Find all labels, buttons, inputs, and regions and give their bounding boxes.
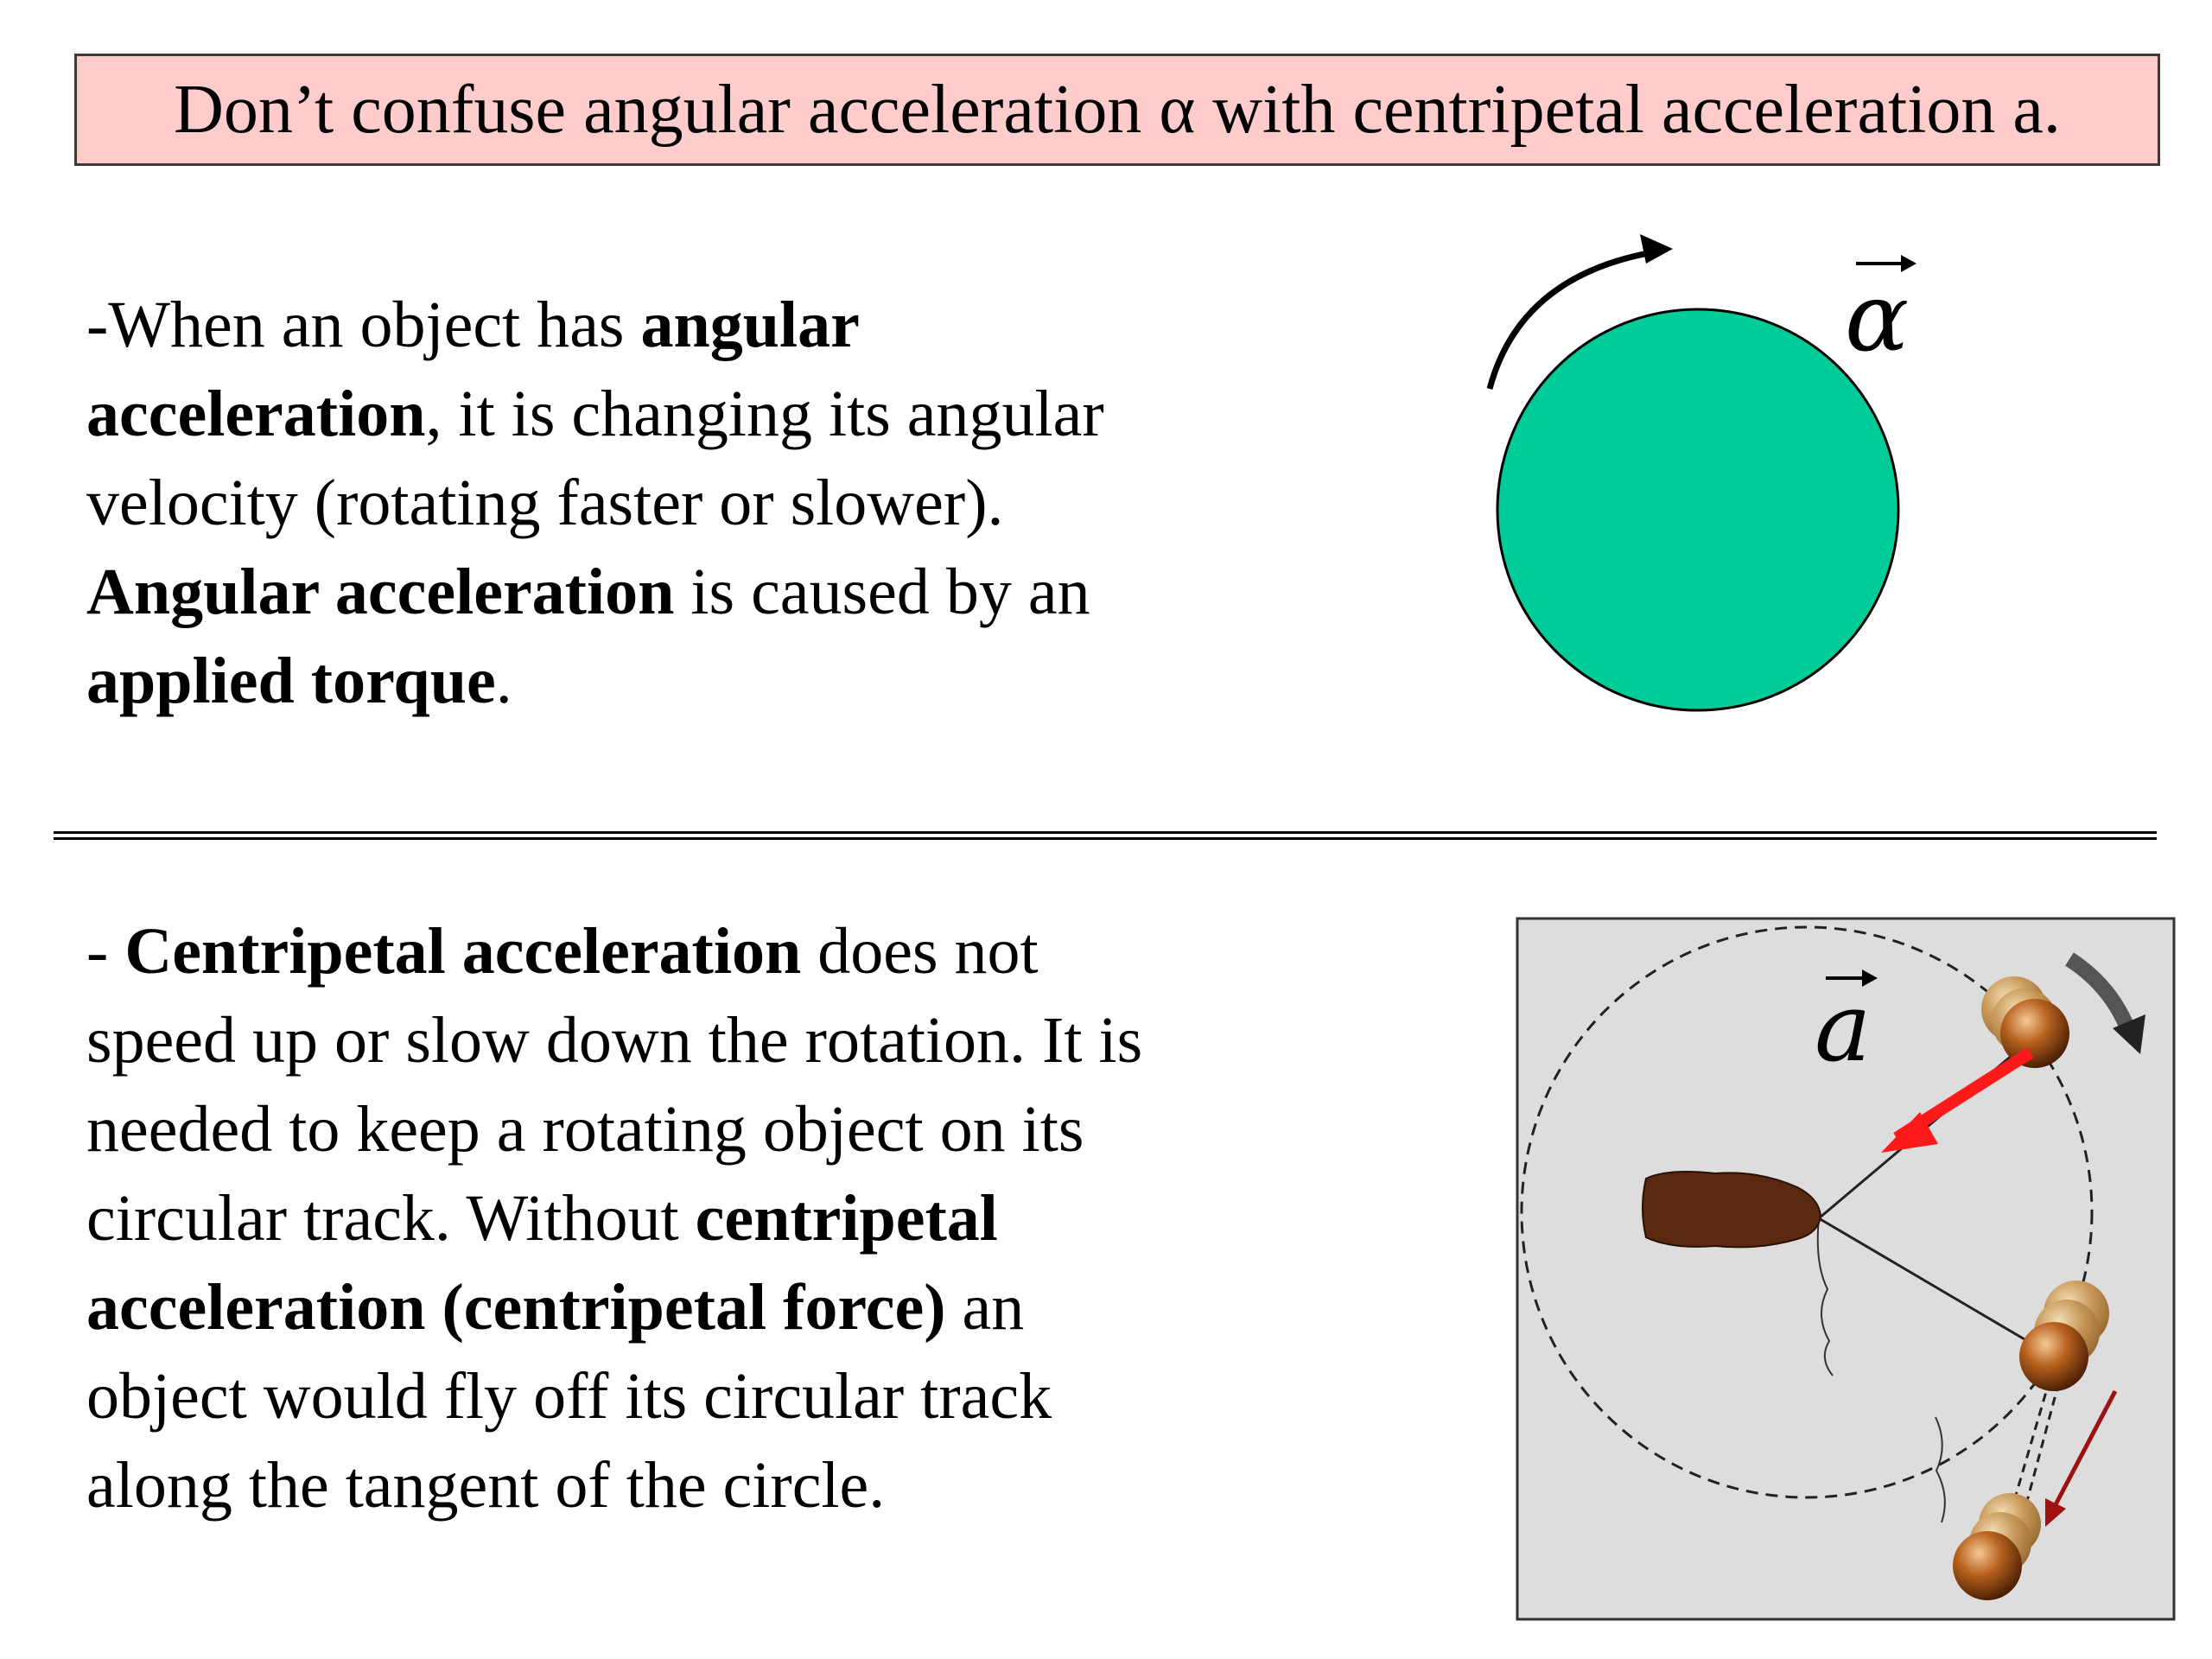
text-line: along the tangent of the circle. — [86, 1441, 1434, 1530]
ball-right — [2019, 1322, 2088, 1391]
title-banner: Don’t confuse angular acceleration α wit… — [74, 54, 2160, 166]
text-run: . — [495, 645, 512, 717]
motion-direction-arrow-head — [2113, 1014, 2145, 1054]
alpha-symbol: α — [1845, 262, 1909, 372]
section-divider — [54, 831, 2157, 840]
text-run: needed to keep a rotating object on its — [86, 1093, 1084, 1166]
a-symbol: a — [1815, 972, 1872, 1083]
bold-term: applied torque — [86, 645, 496, 717]
text-run: object would fly off its circular track — [86, 1360, 1052, 1433]
bold-term: acceleration (centripetal force) — [86, 1271, 946, 1344]
tangent-path-b — [2012, 1368, 2064, 1554]
text-run: does not — [801, 915, 1039, 988]
ball-top — [2000, 999, 2069, 1068]
text-line: Angular acceleration is caused by an — [86, 548, 1382, 637]
ball-released — [1953, 1531, 2022, 1600]
text-run: , it is changing its angular — [425, 378, 1104, 450]
tangent-velocity-arrow-head — [2045, 1498, 2066, 1527]
text-line: needed to keep a rotating object on its — [86, 1085, 1434, 1174]
text-line: object would fly off its circular track — [86, 1352, 1434, 1441]
text-line: acceleration (centripetal force) an — [86, 1263, 1434, 1352]
tangent-velocity-arrow — [2050, 1389, 2118, 1511]
text-run: along the tangent of the circle. — [86, 1449, 886, 1522]
alpha-vector-head — [1901, 255, 1916, 272]
hand — [1642, 1171, 1822, 1249]
text-run: is caused by an — [674, 556, 1090, 628]
text-run: -When an object has — [86, 289, 641, 361]
text-run: velocity (rotating faster or slower). — [86, 467, 1004, 539]
circular-track — [1520, 925, 2094, 1499]
angular-acceleration-diagram: α — [1486, 234, 1916, 712]
bold-term: centripetal — [695, 1182, 998, 1255]
bold-term: Centripetal acceleration — [124, 915, 802, 988]
centripetal-acceleration-text: - Centripetal acceleration does not speed… — [86, 907, 1434, 1530]
bold-term: acceleration — [86, 378, 426, 450]
text-run: circular track. Without — [86, 1182, 696, 1255]
text-line: applied torque. — [86, 637, 1382, 726]
string-to-right-ball — [1818, 1217, 2055, 1358]
text-run: an — [945, 1271, 1025, 1344]
bold-term: angular — [640, 289, 860, 361]
rotation-arrow-head — [1640, 234, 1673, 264]
rotating-disk — [1496, 308, 1900, 712]
text-run: speed up or slow down the rotation. It i… — [86, 1004, 1143, 1077]
a-vector-head — [1862, 969, 1878, 987]
tangent-path-a — [1999, 1364, 2056, 1549]
loose-string — [1816, 1217, 1834, 1376]
bold-term: Angular acceleration — [86, 556, 675, 628]
text-run: - — [86, 915, 125, 988]
text-line: speed up or slow down the rotation. It i… — [86, 996, 1434, 1085]
rotation-arrow — [1486, 247, 1664, 390]
text-line: acceleration, it is changing its angular — [86, 370, 1382, 459]
centripetal-arrow-head — [1881, 1112, 1938, 1153]
title-text: Don’t confuse angular acceleration α wit… — [174, 71, 2061, 148]
text-line: velocity (rotating faster or slower). — [86, 459, 1382, 548]
text-line: -When an object has angular — [86, 281, 1382, 370]
text-line: circular track. Without centripetal — [86, 1174, 1434, 1263]
centripetal-acceleration-diagram: a — [1516, 917, 2176, 1621]
text-line: - Centripetal acceleration does not — [86, 907, 1434, 996]
loose-string-released — [1935, 1416, 1946, 1523]
